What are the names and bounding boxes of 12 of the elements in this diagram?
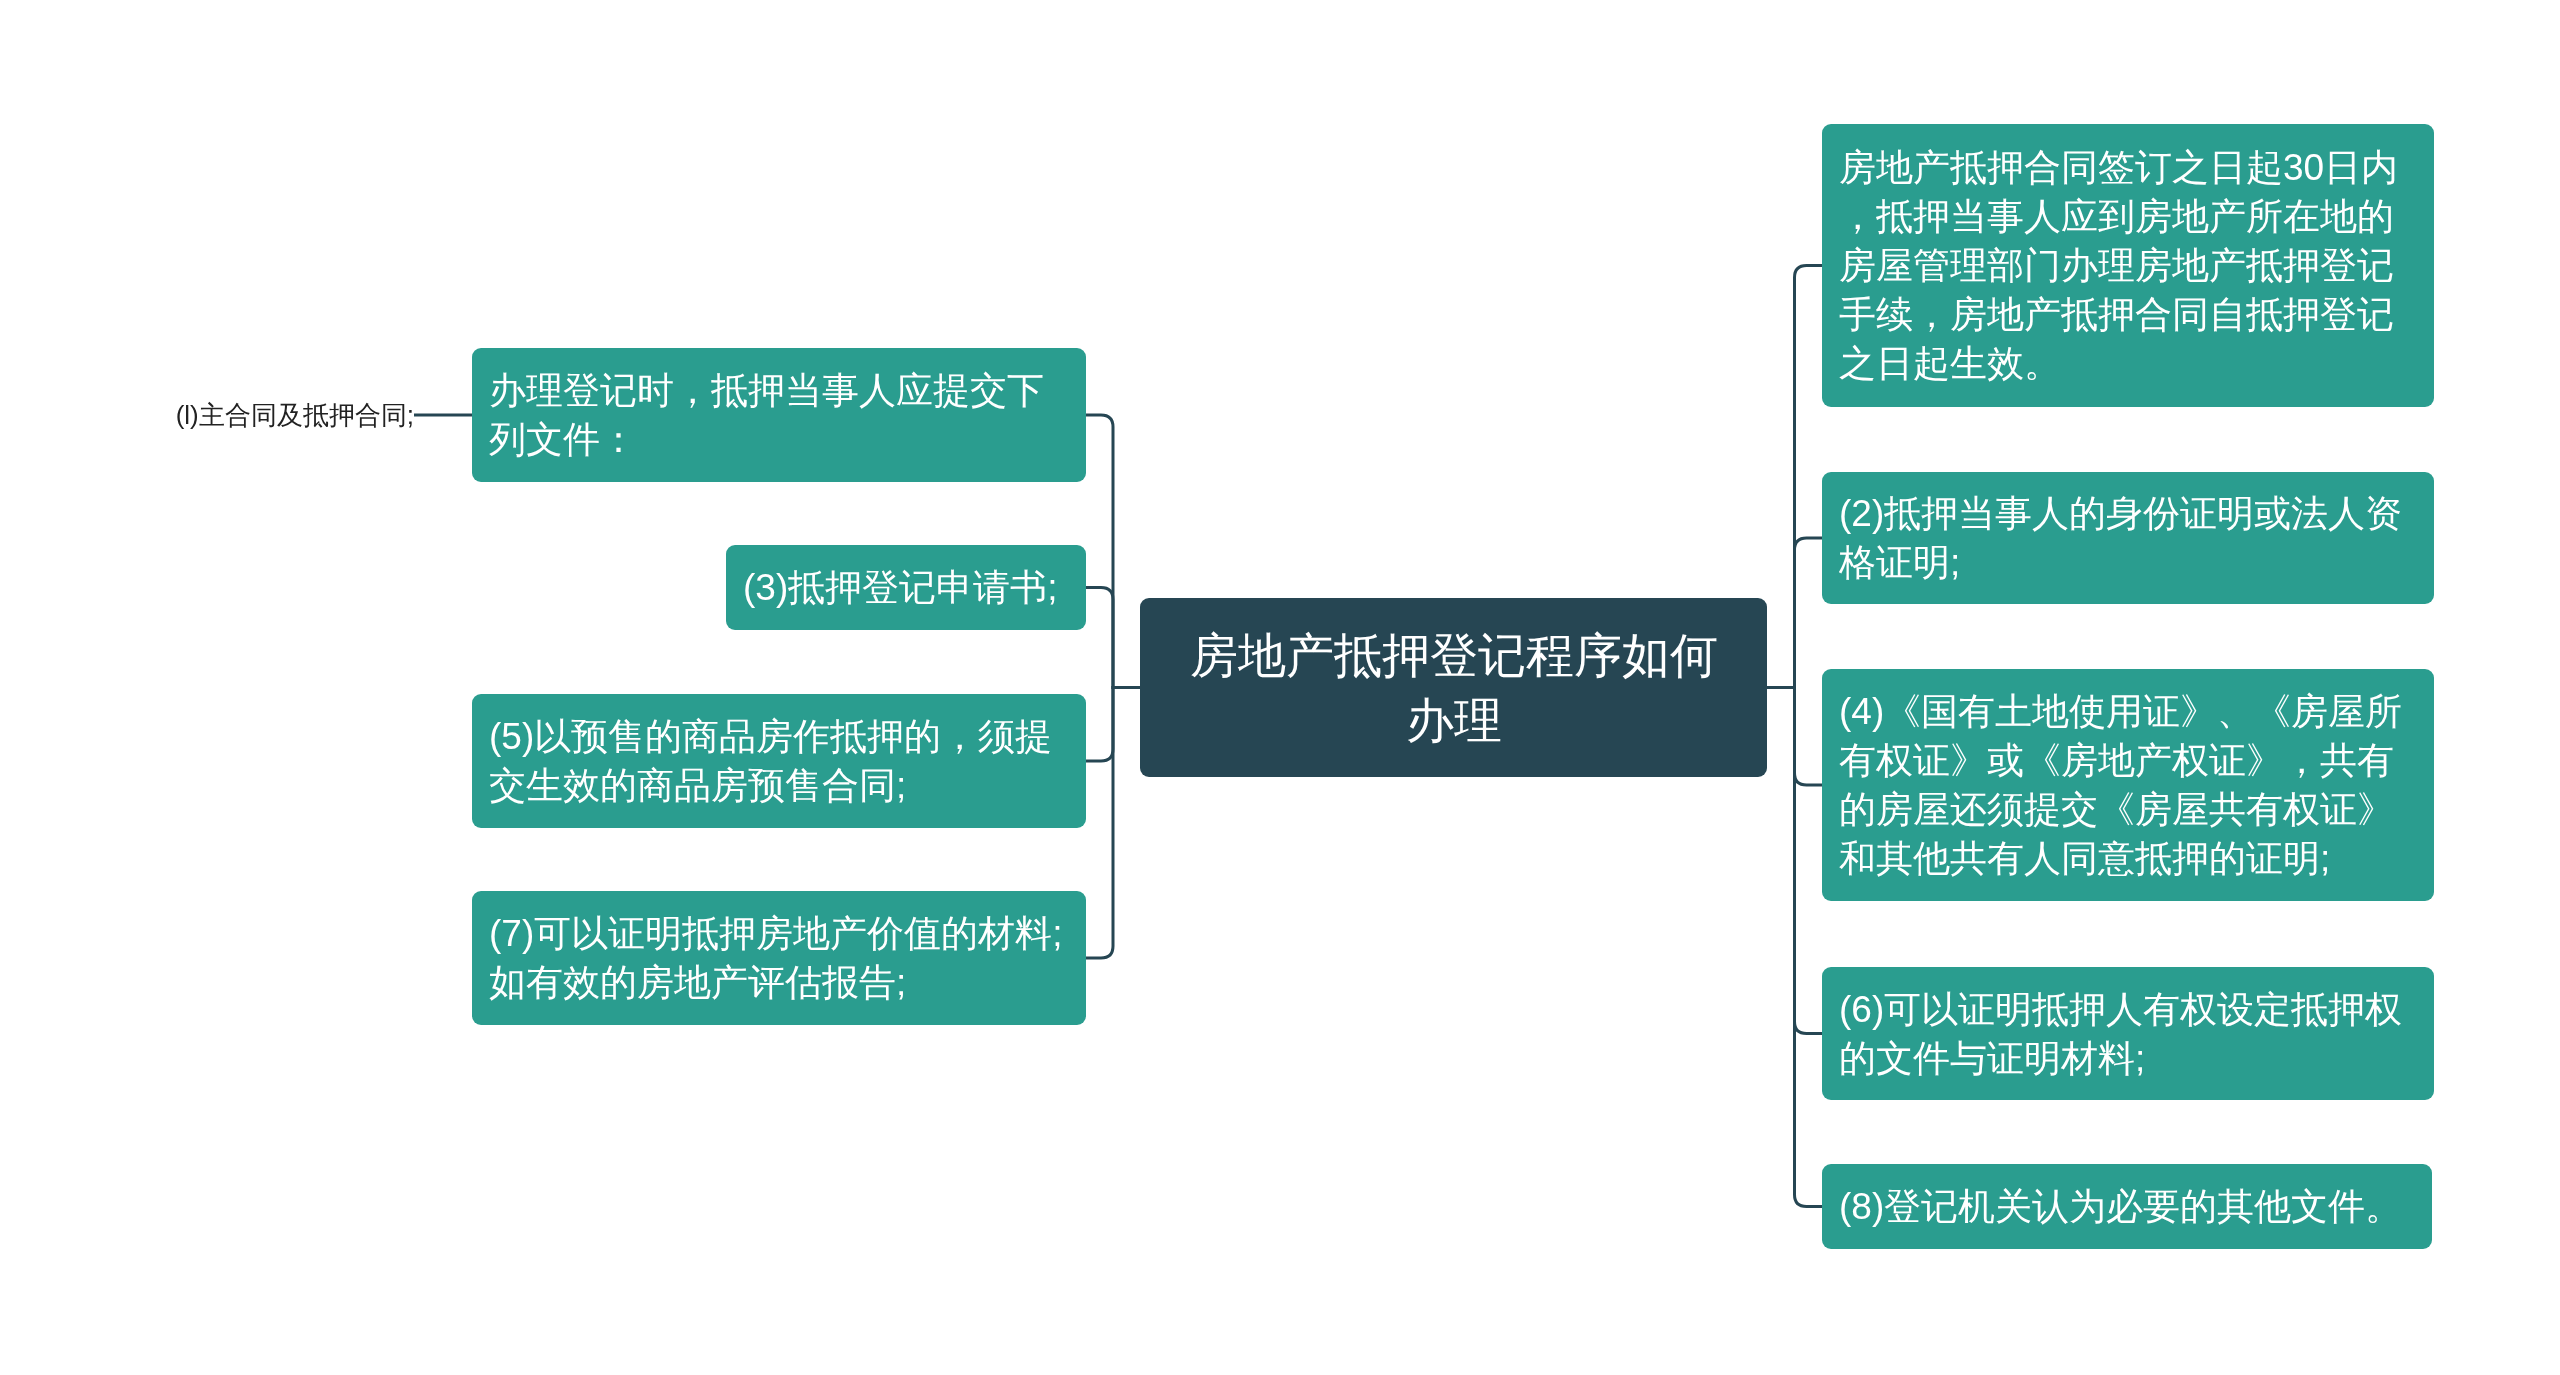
topic-text: (l)主合同及抵押合同; bbox=[175, 399, 414, 431]
central-topic-box: 房地产抵押登记程序如何办理 bbox=[1140, 598, 1767, 777]
topic-box: (8)登记机关认为必要的其他文件。 bbox=[1822, 1164, 2432, 1249]
topic-box: (2)抵押当事人的身份证明或法人资格证明; bbox=[1822, 472, 2434, 604]
topic-box: (5)以预售的商品房作抵押的，须提交生效的商品房预售合同; bbox=[472, 694, 1086, 828]
topic-box: (3)抵押登记申请书; bbox=[726, 545, 1086, 630]
topic-box: 房地产抵押合同签订之日起30日内，抵押当事人应到房地产所在地的房屋管理部门办理房地产抵押登记手续，房地产抵押合同自抵押登记之日起生效。 bbox=[1822, 124, 2434, 407]
topic-box: (7)可以证明抵押房地产价值的材料;如有效的房地产评估报告; bbox=[472, 891, 1086, 1025]
connector-line bbox=[414, 413, 472, 417]
topic-box: 办理登记时，抵押当事人应提交下列文件： bbox=[472, 348, 1086, 482]
topic-box: (6)可以证明抵押人有权设定抵押权的文件与证明材料; bbox=[1822, 967, 2434, 1100]
topic-box: (4)《国有土地使用证》、《房屋所有权证》或《房地产权证》，共有的房屋还须提交《房屋共有权证》和其他共有人同意抵押的证明; bbox=[1822, 669, 2434, 901]
